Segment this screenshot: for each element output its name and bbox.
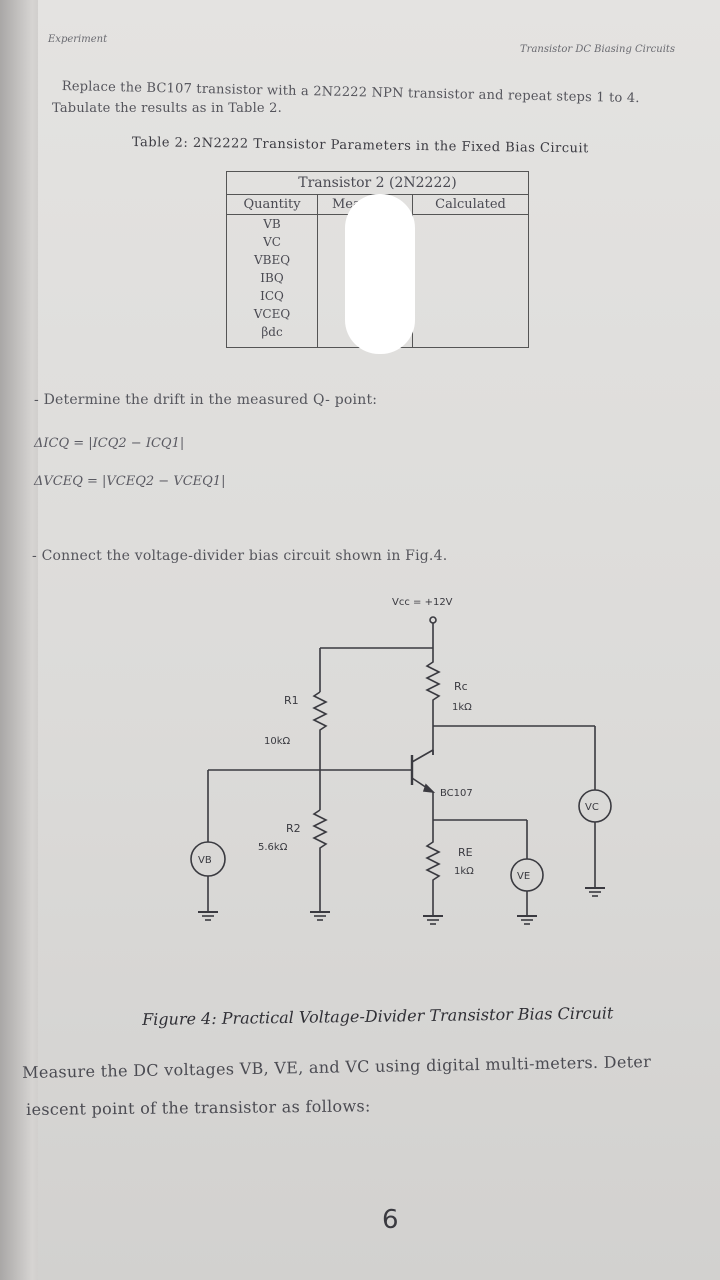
- header-left: Experiment: [48, 34, 108, 45]
- rc-resistor: [425, 648, 441, 755]
- voltage-divider-circuit: Vcc = +12V R1 10kΩ R2 5.6kΩ Rc 1kΩ RE 1k…: [190, 597, 612, 925]
- redaction-mark: [345, 194, 415, 354]
- vcc-label: Vcc = +12V: [392, 597, 453, 608]
- vb-meter: [190, 841, 226, 877]
- quantity-ibq: IBQ: [260, 271, 284, 285]
- drift-formula-icq: ΔICQ = |ICQ2 − ICQ1|: [34, 436, 185, 451]
- ground-symbol: [310, 911, 330, 921]
- r2-value-label: 5.6kΩ: [258, 842, 288, 853]
- drift-formula-vceq: ΔVCEQ = |VCEQ2 − VCEQ1|: [34, 474, 226, 489]
- vb-meter-label: VB: [198, 855, 212, 866]
- vcc-terminal: [429, 616, 437, 624]
- ground-symbol: [423, 915, 443, 925]
- ground-symbol: [198, 911, 218, 921]
- rc-value-label: 1kΩ: [452, 702, 472, 713]
- r1-value-label: 10kΩ: [264, 736, 291, 747]
- connect-instruction: - Connect the voltage-divider bias circu…: [32, 548, 448, 564]
- quantity-vb: VB: [263, 217, 281, 231]
- ve-meter-label: VE: [517, 871, 530, 882]
- page-number: 6: [382, 1205, 399, 1235]
- r2-resistor: [312, 809, 328, 912]
- quantity-beta-dc: βdc: [261, 325, 283, 339]
- ve-meter: [510, 858, 544, 892]
- measure-line-2: iescent point of the transistor as follo…: [26, 1096, 371, 1119]
- rc-name-label: Rc: [454, 680, 468, 693]
- vc-meter: [578, 789, 612, 823]
- ground-symbol: [517, 915, 537, 925]
- r2-name-label: R2: [286, 822, 301, 835]
- ground-symbol: [585, 887, 605, 897]
- column-header-calculated: Calculated: [412, 194, 529, 215]
- emitter-arrow: [422, 783, 436, 794]
- quantity-vc: VC: [263, 235, 281, 249]
- quantity-icq: ICQ: [260, 289, 284, 303]
- header-right: Transistor DC Biasing Circuits: [520, 44, 676, 55]
- transistor-label: BC107: [440, 788, 473, 799]
- quantity-list: VB VC VBEQ IBQ ICQ VCEQ βdc: [226, 214, 318, 348]
- drift-instruction: - Determine the drift in the measured Q-…: [34, 392, 378, 408]
- r1-resistor: [312, 691, 328, 770]
- vc-meter-label: VC: [585, 802, 599, 813]
- re-resistor: [425, 820, 441, 916]
- table-title: Transistor 2 (2N2222): [226, 171, 529, 195]
- quantity-vceq: VCEQ: [253, 307, 291, 321]
- quantity-vbeq: VBEQ: [253, 253, 291, 267]
- column-header-quantity: Quantity: [226, 194, 318, 215]
- calculated-values-cell: [412, 214, 529, 348]
- intro-line-2: Tabulate the results as in Table 2.: [52, 101, 282, 116]
- re-value-label: 1kΩ: [454, 866, 474, 877]
- r1-name-label: R1: [284, 694, 299, 707]
- re-name-label: RE: [458, 846, 473, 859]
